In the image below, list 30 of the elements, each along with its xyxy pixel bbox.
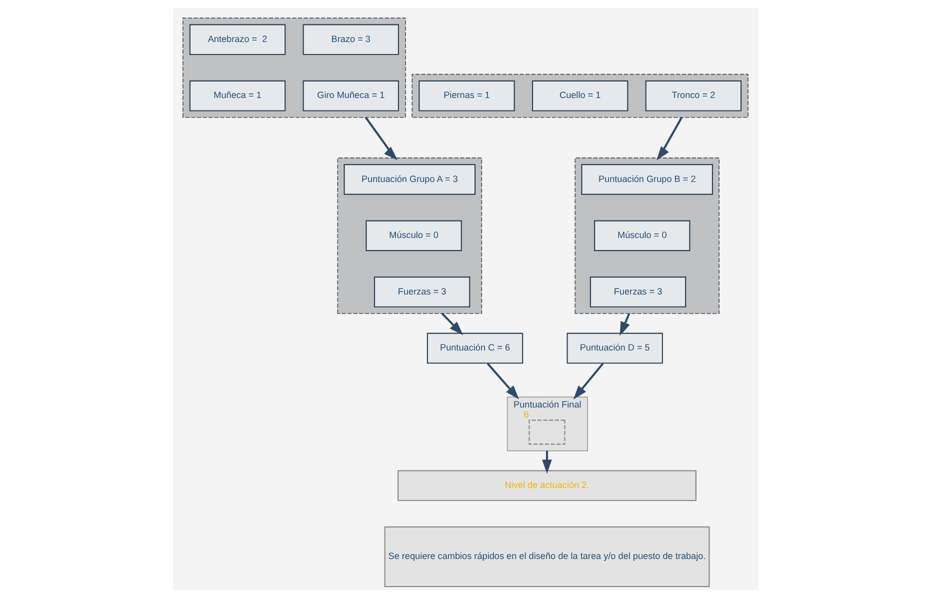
node-box: Puntuación C = 6 [426,332,524,364]
node-box: Puntuación Grupo A = 3 [344,164,476,195]
node-box: Giro Muñeca = 1 [302,80,400,112]
node-box: Músculo = 0 [594,220,690,252]
node-box: Puntuación D = 5 [566,332,663,364]
node-box: Muñeca = 1 [189,80,286,112]
cluster [182,18,406,118]
arrow [573,362,604,400]
arrow [486,362,520,400]
node-box: Tronco = 2 [645,80,742,112]
cluster [337,158,482,314]
node-box: Brazo = 3 [302,24,400,56]
node-box: Cuello = 1 [532,80,628,112]
cluster [574,158,720,314]
arrow [542,450,552,474]
arrow [656,116,683,160]
node-box: Piernas = 1 [418,80,515,112]
node-box [528,420,566,445]
node-box: Se requiere cambios rápidos en el diseño de la tarea y/o del puesto de trabajo. [384,526,710,588]
node-box: Antebrazo = 2 [189,24,286,56]
node-box: Fuerzas = 3 [590,276,686,308]
node-label: 6 [524,410,529,420]
node-box: Músculo = 0 [366,220,462,252]
arrow [441,312,464,336]
arrow [620,313,630,336]
node-box: Puntuación Grupo B = 2 [581,164,714,195]
node-box: Fuerzas = 3 [374,276,470,308]
cluster [412,74,748,118]
node-box: Nivel de actuación 2. [398,470,696,502]
arrow [364,116,398,160]
